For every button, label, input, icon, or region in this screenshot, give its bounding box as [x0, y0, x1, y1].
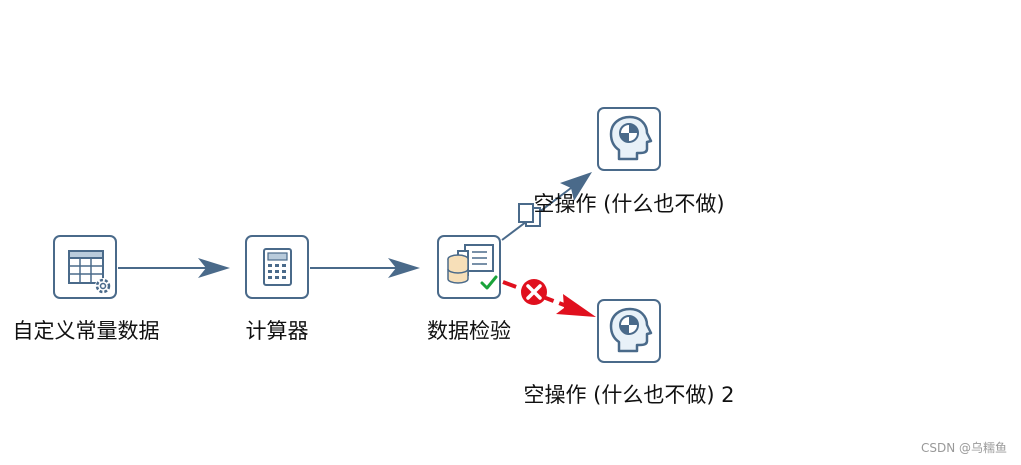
error-hop-icon	[521, 279, 547, 305]
watermark: CSDN @乌糯鱼	[920, 441, 1007, 455]
step-label-data-validator: 数据检验	[427, 319, 511, 343]
step-custom-constants[interactable]	[53, 235, 117, 299]
step-calculator[interactable]	[245, 235, 309, 299]
step-data-validator[interactable]	[437, 235, 501, 299]
step-dummy-2[interactable]	[597, 299, 661, 363]
hop-constants-to-calculator[interactable]	[118, 258, 230, 278]
calculator-icon	[263, 248, 292, 286]
check-icon	[480, 275, 498, 290]
copy-hop-icon	[518, 203, 541, 227]
data-validator-icon	[447, 244, 498, 290]
hop-calculator-to-validator[interactable]	[310, 258, 420, 278]
table-gear-icon	[68, 250, 111, 294]
step-dummy-1[interactable]	[597, 107, 661, 171]
head-icon	[609, 307, 653, 353]
step-label-calculator: 计算器	[245, 319, 309, 343]
step-label-dummy-1: 空操作 (什么也不做)	[533, 192, 725, 216]
step-label-dummy-2: 空操作 (什么也不做) 2	[523, 383, 735, 407]
hop-validator-to-dummy2-error[interactable]	[502, 279, 596, 317]
head-icon	[609, 115, 653, 161]
hop-validator-to-dummy1[interactable]	[501, 172, 592, 241]
step-label-custom-constants: 自定义常量数据	[12, 319, 160, 343]
